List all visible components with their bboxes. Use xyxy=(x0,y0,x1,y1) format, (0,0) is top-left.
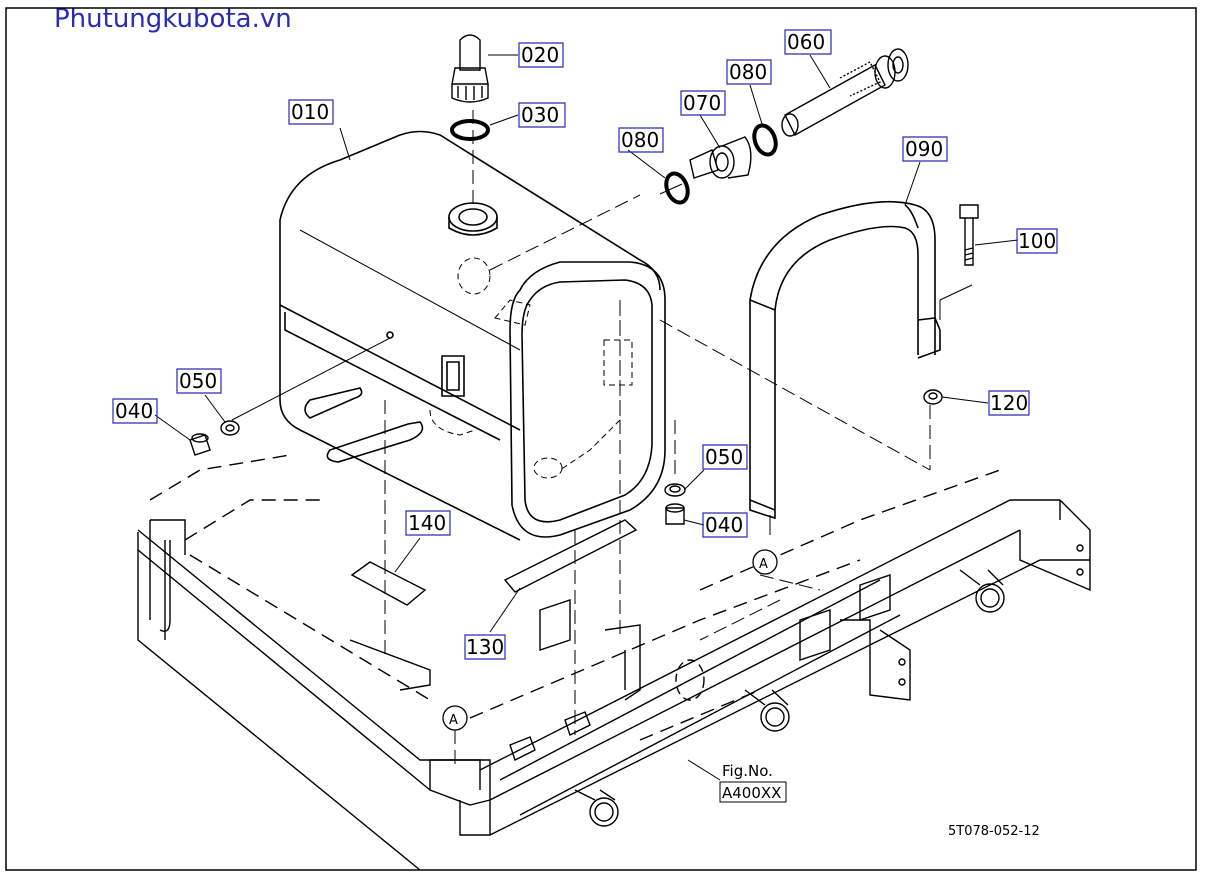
phantom-lines xyxy=(385,110,930,770)
drawing-code: 5T078-052-12 xyxy=(948,824,1040,839)
label-080-right: 080 xyxy=(729,60,767,84)
label-140: 140 xyxy=(408,511,446,535)
label-050-left: 050 xyxy=(179,369,217,393)
label-020: 020 xyxy=(521,43,559,67)
strap-bolt xyxy=(960,205,978,265)
label-030: 030 xyxy=(521,103,559,127)
washer-left xyxy=(221,421,239,435)
svg-text:A: A xyxy=(759,557,768,572)
fig-no-label: Fig.No. xyxy=(722,762,773,780)
svg-text:A: A xyxy=(449,713,458,728)
washer-right xyxy=(665,484,685,496)
chassis-frame xyxy=(138,455,1090,870)
tank-hidden-lines xyxy=(430,258,632,478)
label-080-left: 080 xyxy=(621,128,659,152)
callout-a-upper: A xyxy=(753,550,777,574)
callout-a-lower: A xyxy=(443,706,467,730)
label-130: 130 xyxy=(466,635,504,659)
filler-gasket xyxy=(452,121,488,139)
site-watermark: Phutungkubota.vn xyxy=(54,4,292,34)
fuel-strainer xyxy=(782,49,908,136)
part-labels: 010 020 030 040 050 050 040 060 070 080 … xyxy=(113,30,1057,659)
label-010: 010 xyxy=(291,100,329,124)
label-100: 100 xyxy=(1018,229,1056,253)
drawing-border xyxy=(6,8,1196,870)
filler-cap xyxy=(452,35,488,102)
fuel-tank xyxy=(280,132,665,541)
label-070: 070 xyxy=(683,91,721,115)
hose-gasket-right xyxy=(750,122,779,157)
tank-pad-long xyxy=(505,520,636,592)
label-040-left: 040 xyxy=(115,399,153,423)
label-050-right: 050 xyxy=(705,445,743,469)
tank-strap xyxy=(750,202,940,518)
strap-nut xyxy=(924,390,942,404)
tank-pad-small xyxy=(352,562,425,605)
label-120: 120 xyxy=(990,391,1028,415)
leader-lines xyxy=(155,55,1018,780)
label-090: 090 xyxy=(905,137,943,161)
drain-plug-left xyxy=(190,434,210,455)
hose-joint xyxy=(690,137,751,178)
fig-no-code: A400XX xyxy=(722,784,781,802)
label-060: 060 xyxy=(787,30,825,54)
label-040-right: 040 xyxy=(705,513,743,537)
hose-gasket-left xyxy=(662,170,691,205)
drain-plug-right xyxy=(666,504,684,524)
